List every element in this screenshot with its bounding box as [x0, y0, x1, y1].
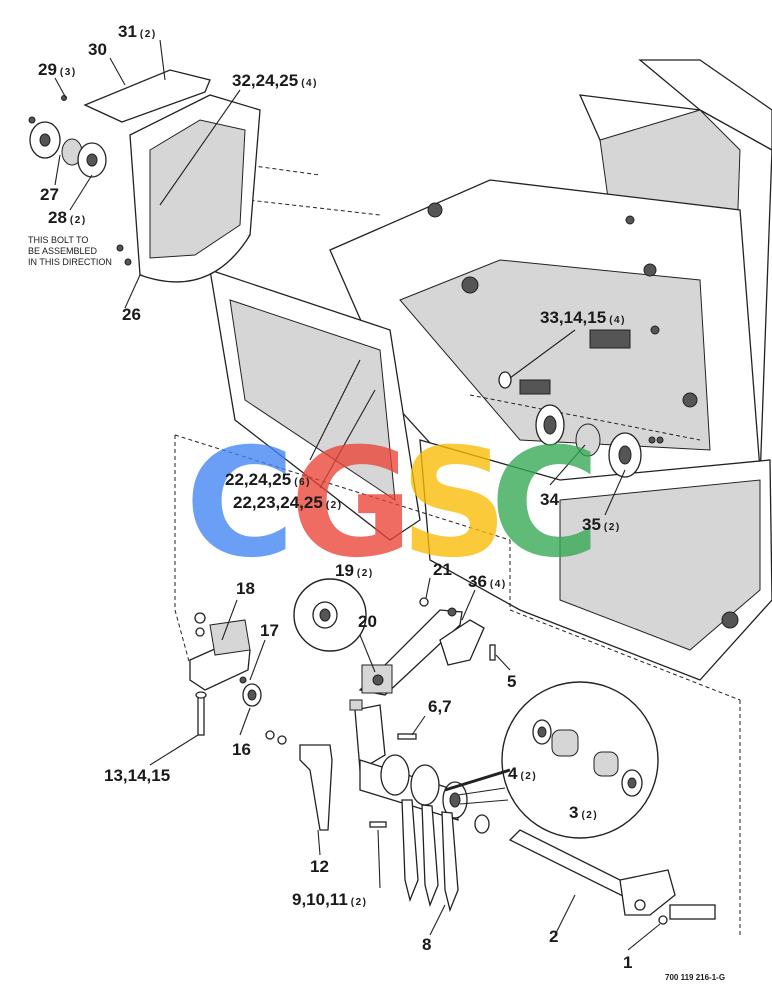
callout-3: 3(2) — [569, 803, 598, 822]
callout-2: 2 — [549, 927, 558, 946]
callout-21: 21 — [433, 560, 452, 579]
callout-1: 1 — [623, 953, 632, 972]
callout-22-23-24-25: 22,23,24,25(2) — [233, 493, 343, 512]
callout-16: 16 — [232, 740, 251, 759]
callout-20: 20 — [358, 612, 377, 631]
callout-13-14-15: 13,14,15 — [104, 766, 170, 785]
callout-22-24-25: 22,24,25(6) — [225, 470, 311, 489]
callout-17: 17 — [260, 621, 279, 640]
watermark: C G S C — [185, 417, 600, 591]
callout-27: 27 — [40, 185, 59, 204]
callout-34: 34 — [540, 490, 559, 509]
main-frame — [209, 59, 772, 681]
watermark-letter-g: G — [290, 417, 413, 591]
figure-number: 700 119 216-1-G — [665, 973, 725, 982]
callout-12: 12 — [310, 857, 329, 876]
callout-31: 31(2) — [118, 22, 157, 41]
callout-5: 5 — [507, 672, 516, 691]
callout-6-7: 6,7 — [428, 697, 452, 716]
callout-19: 19(2) — [335, 561, 374, 580]
callout-9-10-11: 9,10,11(2) — [292, 890, 368, 909]
callout-30: 30 — [88, 40, 107, 59]
callout-28: 28(2) — [48, 208, 87, 227]
assembly-note-line2: BE ASSEMBLED — [28, 246, 98, 256]
callout-4: 4(2) — [508, 764, 537, 783]
callout-32-24-25: 32,24,25(4) — [232, 71, 318, 90]
callouts: 31(2) 30 29(3) 32,24,25(4) 27 28(2) THIS… — [28, 22, 725, 982]
watermark-letter-c2: C — [490, 417, 600, 591]
callout-26: 26 — [122, 305, 141, 324]
callout-29: 29(3) — [38, 60, 77, 79]
assembly-note-line3: IN THIS DIRECTION — [28, 257, 112, 267]
callout-35: 35(2) — [582, 515, 621, 534]
watermark-letter-c1: C — [185, 417, 295, 591]
callout-36: 36(4) — [468, 572, 507, 591]
shield-assembly — [28, 69, 261, 283]
callout-8: 8 — [422, 935, 431, 954]
callout-18: 18 — [236, 579, 255, 598]
leader-lines — [54, 39, 661, 951]
assembly-note-line1: THIS BOLT TO — [28, 235, 88, 245]
callout-33-14-15: 33,14,15(4) — [540, 308, 626, 327]
lower-linkage — [189, 578, 716, 925]
watermark-letter-s: S — [400, 417, 508, 591]
